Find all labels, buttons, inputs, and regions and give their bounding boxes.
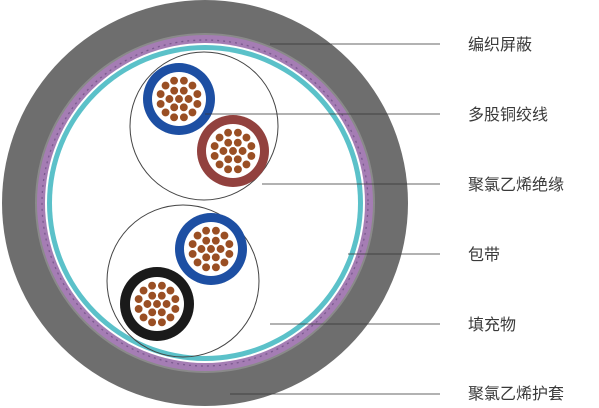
label-stranded-copper: 多股铜绞线 xyxy=(468,105,549,124)
copper-strand xyxy=(201,262,211,273)
copper-strand xyxy=(157,280,167,291)
copper-strand xyxy=(187,107,198,118)
copper-strand xyxy=(218,146,229,156)
copper-strand xyxy=(138,285,149,296)
label-pvc-insulation: 聚氯乙烯绝缘 xyxy=(468,175,565,194)
copper-strand xyxy=(246,151,257,161)
copper-strand xyxy=(155,99,166,109)
copper-strand xyxy=(147,280,157,291)
copper-strand xyxy=(223,164,233,175)
copper-strand xyxy=(160,80,171,91)
copper-strand xyxy=(178,85,189,96)
copper-strand xyxy=(192,99,203,109)
pair2-outline xyxy=(106,204,260,358)
copper-strand xyxy=(232,137,243,148)
copper-strand xyxy=(169,112,179,123)
copper-strand xyxy=(161,299,172,309)
copper-strand xyxy=(215,244,226,254)
copper-strand xyxy=(224,249,235,259)
copper-strand xyxy=(219,230,230,241)
copper-strand xyxy=(209,141,220,151)
copper-strand xyxy=(241,159,252,170)
copper-strand xyxy=(157,317,167,328)
braid-dot-ring xyxy=(41,39,369,367)
filler-area xyxy=(52,50,358,356)
copper-strand xyxy=(223,137,234,148)
copper-strand xyxy=(223,127,233,138)
copper-strand xyxy=(147,290,158,301)
label-wrapping-tape: 包带 xyxy=(468,245,501,264)
copper-strand xyxy=(201,235,212,246)
core-pair1-red xyxy=(197,115,269,187)
copper-strand xyxy=(142,299,153,309)
core-pair2-blue xyxy=(175,213,247,285)
copper-strand xyxy=(232,154,243,165)
copper-strand xyxy=(170,294,181,304)
label-braided-shield: 编织屏蔽 xyxy=(468,35,533,54)
copper-strand xyxy=(187,249,198,259)
copper-strand xyxy=(147,317,157,328)
copper-strand xyxy=(169,75,179,86)
copper-strand xyxy=(164,94,175,104)
copper-strand xyxy=(224,239,235,249)
core-pair2-black xyxy=(120,267,194,341)
copper-strand xyxy=(183,94,194,104)
copper-strand xyxy=(206,244,216,254)
copper-strand xyxy=(209,151,220,161)
copper-strand xyxy=(233,127,243,138)
copper-strand xyxy=(165,285,176,296)
copper-strand xyxy=(192,257,203,268)
copper-strand xyxy=(156,290,167,301)
copper-strand xyxy=(214,159,225,170)
copper-strand xyxy=(201,225,211,236)
copper-strand xyxy=(170,304,181,314)
copper-strand xyxy=(192,230,203,241)
copper-strand xyxy=(187,80,198,91)
copper-strand xyxy=(178,102,189,113)
copper-strand xyxy=(160,107,171,118)
label-filler: 填充物 xyxy=(468,315,517,334)
copper-strand xyxy=(219,257,230,268)
copper-strand xyxy=(210,252,221,263)
core-pair1-blue xyxy=(143,63,215,135)
copper-strand xyxy=(196,244,207,254)
copper-strand xyxy=(138,312,149,323)
copper-strand xyxy=(165,312,176,323)
copper-strand xyxy=(152,299,162,309)
copper-strand xyxy=(187,239,198,249)
copper-strand xyxy=(174,94,184,104)
copper-strand xyxy=(241,132,252,143)
copper-strand xyxy=(223,154,234,165)
copper-strand xyxy=(169,85,180,96)
pair1-outline xyxy=(129,51,279,201)
copper-strand xyxy=(155,89,166,99)
copper-strand xyxy=(246,141,257,151)
copper-strand xyxy=(133,294,144,304)
copper-strand xyxy=(192,89,203,99)
copper-strand xyxy=(147,307,158,318)
label-pvc-sheath: 聚氯乙烯护套 xyxy=(468,384,565,403)
copper-strand xyxy=(169,102,180,113)
copper-strand xyxy=(179,75,189,86)
copper-strand xyxy=(211,225,221,236)
copper-strand xyxy=(210,235,221,246)
copper-strand xyxy=(156,307,167,318)
copper-strand xyxy=(237,146,248,156)
copper-strand xyxy=(211,262,221,273)
copper-strand xyxy=(233,164,243,175)
copper-strand xyxy=(214,132,225,143)
copper-strand xyxy=(179,112,189,123)
copper-strand xyxy=(133,304,144,314)
copper-strand xyxy=(201,252,212,263)
copper-strand xyxy=(228,146,238,156)
